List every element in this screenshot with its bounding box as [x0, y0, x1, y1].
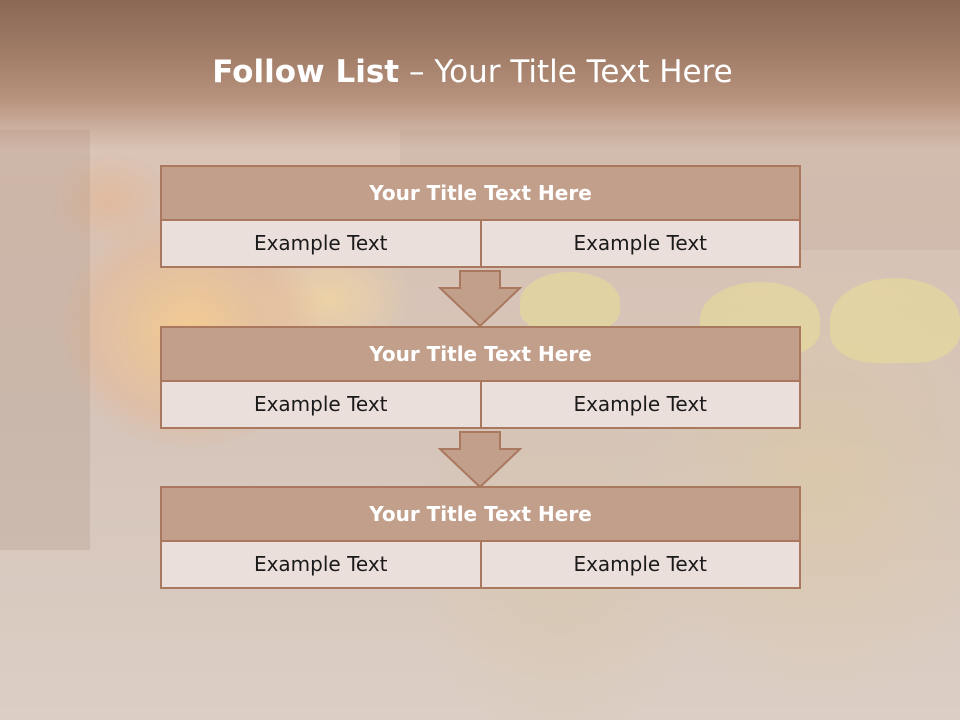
block-cell-left: Example Text [160, 380, 482, 429]
block-title: Your Title Text Here [160, 486, 801, 542]
block-title: Your Title Text Here [160, 165, 801, 221]
header-band [0, 0, 960, 150]
down-arrow-icon [438, 270, 522, 328]
block-cell-right: Example Text [479, 540, 801, 589]
block-cell-right: Example Text [479, 380, 801, 429]
block-cell-right: Example Text [479, 219, 801, 268]
flow-block-2: Your Title Text Here Example Text Exampl… [160, 326, 801, 429]
block-row: Example Text Example Text [160, 540, 801, 589]
block-title: Your Title Text Here [160, 326, 801, 382]
block-row: Example Text Example Text [160, 380, 801, 429]
block-row: Example Text Example Text [160, 219, 801, 268]
page-title-bold: Follow List [212, 54, 400, 90]
page-title: Follow List – Your Title Text Here [0, 54, 945, 90]
block-cell-left: Example Text [160, 540, 482, 589]
page-title-rest: – Your Title Text Here [399, 54, 733, 90]
flow-block-1: Your Title Text Here Example Text Exampl… [160, 165, 801, 268]
flow-block-3: Your Title Text Here Example Text Exampl… [160, 486, 801, 589]
block-cell-left: Example Text [160, 219, 482, 268]
down-arrow-icon [438, 431, 522, 489]
